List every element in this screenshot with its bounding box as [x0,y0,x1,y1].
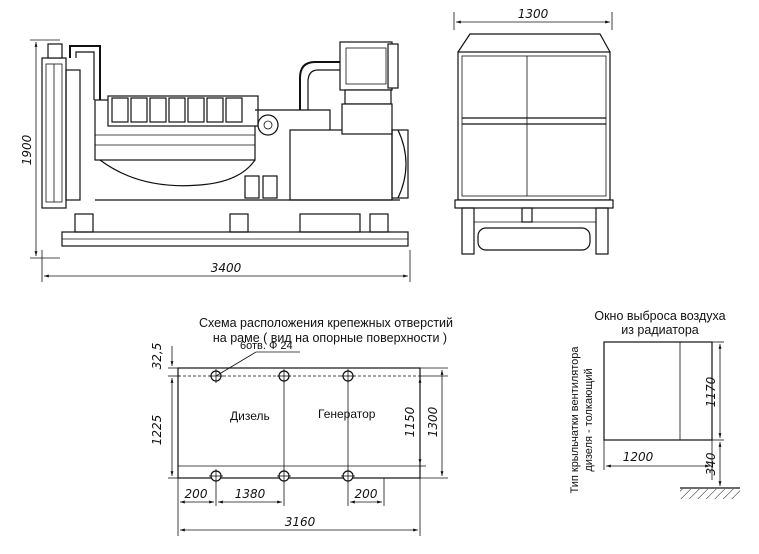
front-view-dimensions [453,12,613,30]
diesel-label: Дизель [230,409,270,423]
fan-type-line1: Тип крыльчатки вентилятора [569,346,581,494]
radiator-title-line1: Окно выброса воздуха [594,309,725,323]
side-height-label: 1900 [20,134,34,165]
side-width-label: 3400 [211,261,242,275]
mounting-plan-title-line2: на раме ( вид на опорные поверхности ) [213,331,447,345]
mounting-plan-dimensions [168,346,448,536]
radiator-title-line2: из радиатора [621,323,699,337]
mounting-plan-frame [177,367,421,479]
front-view-drawing [454,33,614,255]
dim-inner-height: 1150 [403,406,417,437]
dim-left-height: 1225 [150,415,164,446]
dim-outer-height: 1300 [426,406,440,437]
generator-label: Генератор [318,407,376,421]
cylinder-heads [111,97,243,123]
dim-bottom-left: 200 [185,487,208,501]
fan-type-line2: дизеля - толкающий [583,368,595,471]
dim-bottom-mid: 1380 [235,487,266,501]
radiator-dim-width: 1200 [623,450,654,464]
mounting-plan-title-line1: Схема расположения крепежных отверстий [199,316,453,330]
dim-top-offset: 32,5 [150,343,164,370]
radiator-window [603,341,740,499]
radiator-dim-floor: 340 [704,452,718,475]
side-view-drawing [41,41,409,247]
hole-spec-label: 6отв. Ф 24 [240,340,293,352]
side-view-dimensions [30,39,411,282]
dim-total-width: 3160 [285,515,316,529]
dim-bottom-right: 200 [355,487,378,501]
front-width-label: 1300 [518,7,549,21]
radiator-dim-height: 1170 [704,376,718,407]
